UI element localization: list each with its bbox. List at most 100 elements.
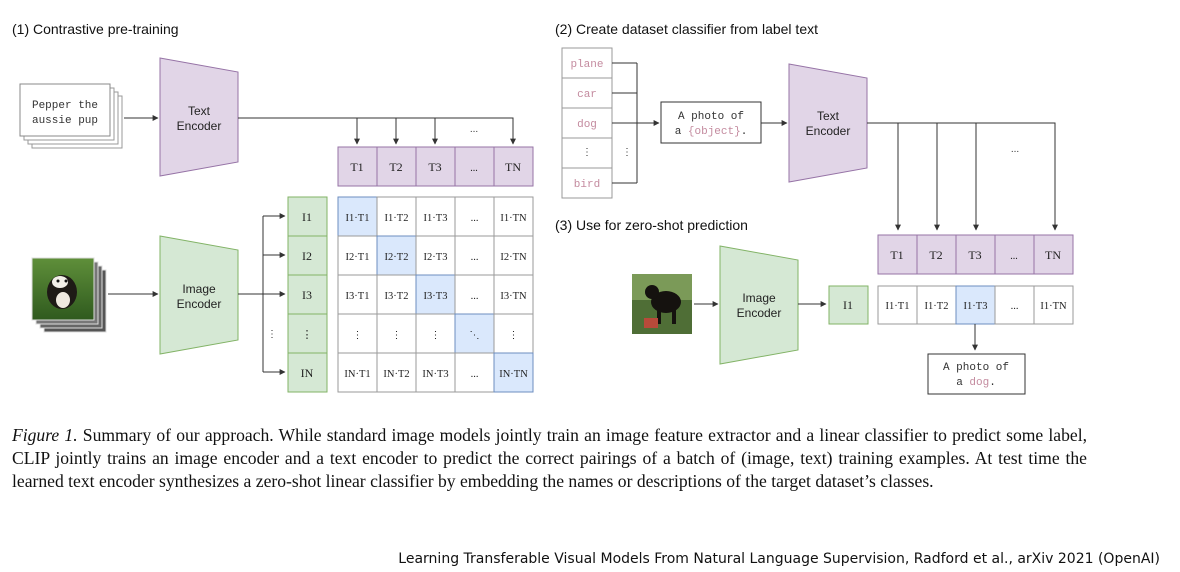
label-vdots: ⋮ bbox=[582, 148, 592, 159]
t-label-3: T3 bbox=[428, 160, 441, 174]
matrix-cell bbox=[493, 274, 534, 315]
prompt-template-box: A photo of a {object}. bbox=[660, 101, 762, 144]
prompt-template-line2: a {object}. bbox=[675, 126, 748, 138]
text-encoder-1-line1: Text bbox=[188, 104, 211, 118]
text-encoder-1: Text Encoder bbox=[159, 57, 239, 177]
matrix-cell-diagonal bbox=[493, 352, 534, 393]
label-plane: plane bbox=[570, 59, 603, 71]
matrix-cell-label: I3·T2 bbox=[385, 291, 409, 302]
label-connector-vdots: ⋮ bbox=[622, 147, 632, 158]
t2-label-3: T3 bbox=[968, 248, 981, 262]
matrix-cell bbox=[454, 196, 495, 237]
text-embedding-row-1: T1 T2 T3 ... TN bbox=[337, 146, 534, 187]
image-encoder-2-line2: Encoder bbox=[737, 306, 782, 320]
matrix-cell-label: I2·T2 bbox=[385, 252, 409, 263]
matrix-cell-label: ⋮ bbox=[392, 330, 402, 341]
t2-label-1: T1 bbox=[890, 248, 903, 262]
matrix-cell bbox=[493, 196, 534, 237]
product-cell-selected bbox=[955, 285, 996, 325]
matrix-cell bbox=[454, 352, 495, 393]
t-label-2: T2 bbox=[389, 160, 402, 174]
matrix-cell-label: IN·T3 bbox=[422, 369, 448, 380]
i-label-2: I2 bbox=[302, 249, 312, 263]
prompt-template-object: {object} bbox=[688, 126, 741, 138]
text-encoder-2-connectors bbox=[867, 122, 1058, 231]
label-dog: dog bbox=[577, 119, 597, 131]
matrix-cell-label: I3·T1 bbox=[346, 291, 370, 302]
query-image bbox=[632, 274, 692, 334]
image-encoder-1-line2: Encoder bbox=[177, 297, 222, 311]
label-connectors bbox=[612, 62, 660, 184]
matrix-cell bbox=[376, 196, 417, 237]
label-list: plane car dog ⋮ bird bbox=[561, 47, 613, 199]
source-citation: Learning Transferable Visual Models From… bbox=[398, 551, 1160, 567]
t2-label-n: TN bbox=[1045, 248, 1061, 262]
matrix-cell-diagonal bbox=[376, 235, 417, 276]
prediction-prefix: a bbox=[956, 377, 969, 389]
prompt-template-prefix: a bbox=[675, 126, 688, 138]
matrix-cell-label: ... bbox=[471, 252, 479, 263]
product-cell bbox=[1033, 285, 1074, 325]
matrix-cell-label: I3·TN bbox=[500, 291, 527, 302]
matrix-cell bbox=[337, 313, 378, 354]
matrix-cell-label: IN·T1 bbox=[344, 369, 370, 380]
text-input-stack: Pepper the aussie pup bbox=[19, 83, 123, 149]
t-label-1: T1 bbox=[350, 160, 363, 174]
image-encoder-2: Image Encoder bbox=[719, 245, 799, 365]
panel1-heading: (1) Contrastive pre-training bbox=[12, 21, 179, 37]
image-encoder-2-line1: Image bbox=[742, 291, 776, 305]
text-encoder-1-line2: Encoder bbox=[177, 119, 222, 133]
product-cell-label: I1·T2 bbox=[925, 301, 949, 312]
image-embedding-column: I1 I2 I3 ⋮ IN bbox=[287, 196, 328, 393]
text-encoder-2: Text Encoder bbox=[788, 63, 868, 183]
clip-diagram: (1) Contrastive pre-training Pepper the … bbox=[12, 21, 1074, 395]
matrix-cell-label: I2·TN bbox=[500, 252, 527, 263]
matrix-cell bbox=[415, 313, 456, 354]
matrix-cell-label: IN·TN bbox=[499, 369, 528, 380]
prediction-suffix: . bbox=[989, 377, 996, 389]
matrix-cell-label: ... bbox=[471, 291, 479, 302]
t2-label-dots: ... bbox=[1010, 251, 1018, 262]
matrix-cell-label: ⋮ bbox=[353, 330, 363, 341]
image-encoder-1-connectors bbox=[238, 213, 286, 375]
label-car: car bbox=[577, 89, 597, 101]
matrix-cell-label: ⋮ bbox=[431, 330, 441, 341]
product-cell bbox=[916, 285, 957, 325]
matrix-cell bbox=[337, 235, 378, 276]
text-input-line1: Pepper the bbox=[32, 100, 98, 112]
matrix-cell-label: I3·T3 bbox=[424, 291, 448, 302]
label-bird: bird bbox=[574, 179, 600, 191]
matrix-cell-label: ⋱ bbox=[470, 330, 480, 341]
i-label-1: I1 bbox=[302, 210, 312, 224]
text-embedding-row-2: T1 T2 T3 ... TN bbox=[877, 234, 1074, 275]
caption-text: Summary of our approach. While standard … bbox=[12, 425, 1087, 491]
matrix-cell bbox=[376, 313, 417, 354]
matrix-cell-label: ... bbox=[471, 213, 479, 224]
i-label-vdots: ⋮ bbox=[302, 329, 313, 341]
matrix-cell-label: I1·T2 bbox=[385, 213, 409, 224]
image-input-stack bbox=[31, 257, 107, 333]
matrix-cell-label: I1·TN bbox=[500, 213, 527, 224]
matrix-cell-label: IN·T2 bbox=[383, 369, 409, 380]
prompt-template-suffix: . bbox=[741, 126, 748, 138]
text-input-line2: aussie pup bbox=[32, 115, 98, 127]
prediction-line1: A photo of bbox=[943, 362, 1009, 374]
panel2-heading: (2) Create dataset classifier from label… bbox=[555, 21, 818, 37]
image-encoder-1: Image Encoder bbox=[159, 235, 239, 355]
figure-label: Figure 1. bbox=[12, 425, 78, 445]
prediction-object: dog bbox=[969, 377, 989, 389]
matrix-cell-label: I2·T1 bbox=[346, 252, 370, 263]
matrix-cell bbox=[376, 274, 417, 315]
i-label-3: I3 bbox=[302, 288, 312, 302]
prediction-box: A photo of a dog. bbox=[927, 353, 1026, 395]
matrix-cell-diagonal bbox=[415, 274, 456, 315]
prediction-line2: a dog. bbox=[956, 377, 996, 389]
text-encoder-1-connectors bbox=[238, 117, 516, 145]
text-encoder-2-dots: ... bbox=[1011, 144, 1019, 155]
matrix-cell-label: ⋮ bbox=[509, 330, 519, 341]
t-label-n: TN bbox=[505, 160, 521, 174]
matrix-cell bbox=[376, 352, 417, 393]
image-encoder-1-line1: Image bbox=[182, 282, 216, 296]
text-encoder-1-dots: ... bbox=[470, 124, 478, 135]
